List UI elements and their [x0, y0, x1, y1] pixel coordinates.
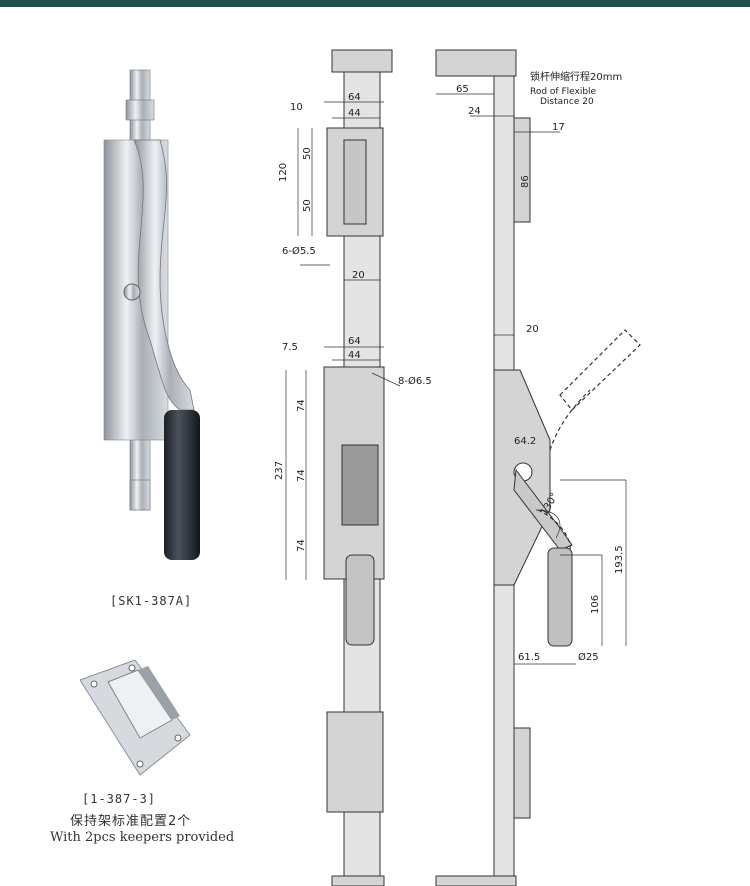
keeper-photo	[80, 660, 191, 776]
dim-50a: 50	[302, 147, 313, 160]
dim-50b: 50	[302, 199, 313, 212]
product-photo	[103, 69, 200, 560]
note-flex-en2: Distance 20	[540, 97, 594, 107]
product-code: [SK1-387A]	[110, 594, 193, 608]
dim-120: 120	[278, 163, 289, 182]
dim-holes-top: 6-Ø5.5	[282, 245, 316, 257]
keeper-code: [1-387-3]	[82, 792, 157, 806]
dim-17: 17	[552, 122, 565, 133]
dim-20: 20	[526, 324, 539, 335]
dim-24: 24	[468, 106, 481, 117]
dim-237: 237	[274, 461, 285, 480]
dim-7-5: 7.5	[282, 342, 298, 353]
header-bar	[0, 0, 750, 7]
note-flex-en1: Rod of Flexible	[530, 87, 597, 97]
dim-64b: 64	[348, 336, 361, 347]
keeper-note-en: With 2pcs keepers provided	[50, 830, 235, 845]
dim-74b: 74	[296, 469, 307, 482]
note-flex-cn: 锁杆伸缩行程20mm	[530, 70, 622, 83]
dim-64-2: 64.2	[514, 436, 536, 447]
dim-44b: 44	[348, 350, 361, 361]
dim-193-5: 193.5	[614, 545, 625, 574]
dim-holes-mid: 8-Ø6.5	[398, 375, 432, 387]
technical-drawing: 64 44 10 120 50 50 6-Ø5.5 20 64 44 7.5 8…	[274, 49, 641, 886]
dim-74a: 74	[296, 399, 307, 412]
keeper-note-cn: 保持架标准配置2个	[70, 814, 192, 829]
dim-64: 64	[348, 92, 361, 103]
dim-106: 106	[590, 595, 601, 614]
dim-44: 44	[348, 108, 361, 119]
dim-10: 10	[290, 102, 303, 113]
dim-rod-width: 20	[352, 270, 365, 281]
dim-61-5: 61.5	[518, 652, 540, 663]
dim-65: 65	[456, 84, 469, 95]
dim-74c: 74	[296, 539, 307, 552]
dim-d25: Ø25	[578, 651, 599, 663]
dim-86: 86	[520, 175, 531, 188]
